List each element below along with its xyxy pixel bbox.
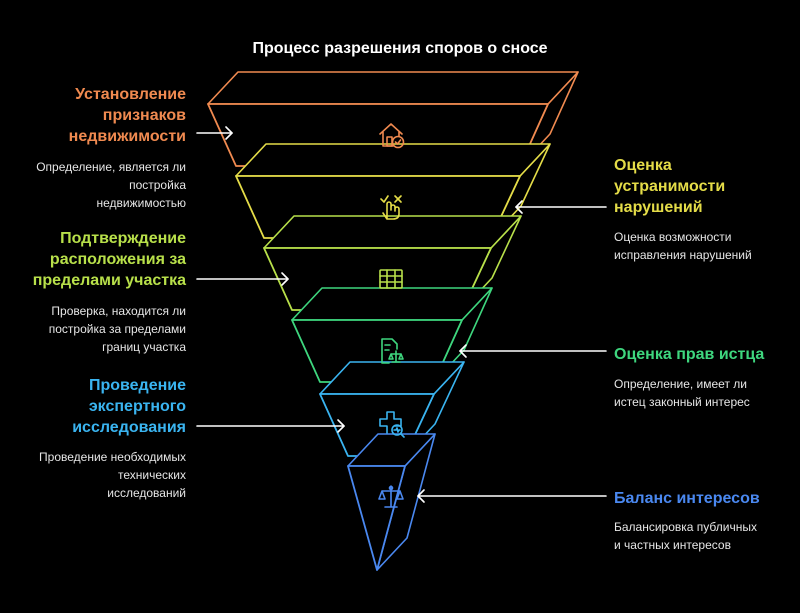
step-description-2: Оценка возможности исправления нарушений (614, 228, 752, 264)
funnel-layer-top (207, 71, 579, 105)
step-label-line: Установление (75, 86, 186, 103)
document-scales-icon (381, 338, 404, 364)
step-description-line: постройка за пределами (48, 322, 186, 336)
step-description-line: и частных интересов (614, 538, 731, 552)
step-description-line: Проверка, находится ли (51, 304, 186, 318)
step-label-line: Оценка прав истца (614, 346, 765, 363)
step-label-2: Оценка устранимости нарушений (614, 155, 725, 218)
step-description-line: Балансировка публичных (614, 520, 757, 534)
step-label-1: Установление признаков недвижимости (69, 84, 186, 147)
step-description-line: технических (118, 468, 186, 482)
medical-search-icon (379, 411, 405, 438)
step-description-line: Определение, является ли (36, 160, 186, 174)
house-check-icon (379, 123, 405, 149)
step-description-line: границ участка (102, 340, 186, 354)
step-label-line: пределами участка (32, 272, 186, 289)
page-title: Процесс разрешения споров о сносе (252, 40, 548, 57)
connector-arrow-5 (196, 419, 345, 433)
funnel-layer-3 (263, 215, 522, 311)
funnel-layer-4 (291, 287, 493, 383)
funnel-layer-top (291, 287, 493, 321)
step-label-line: экспертного (88, 398, 186, 415)
step-label-line: устранимости (614, 178, 726, 195)
step-description-4: Определение, имеет ли истец законный инте… (614, 375, 750, 411)
connector-arrow-4 (459, 344, 607, 358)
connector-arrow-6 (417, 489, 607, 503)
connector-arrow-2 (515, 200, 607, 214)
step-label-line: Подтверждение (60, 230, 186, 247)
step-label-line: Баланс интересов (614, 490, 760, 507)
funnel-layer-top (235, 143, 551, 177)
step-label-line: расположения за (49, 251, 186, 268)
table-grid-icon (379, 269, 403, 289)
step-label-line: нарушений (614, 199, 703, 216)
step-label-3: Подтверждение расположения за пределами уч… (33, 228, 186, 291)
step-description-1: Определение, является ли постройка недвижи… (36, 158, 186, 212)
step-description-6: Балансировка публичных и частных интересо… (614, 518, 757, 554)
step-label-line: Проведение (88, 377, 186, 394)
connector-arrow-1 (196, 126, 233, 140)
step-description-line: исправления нарушений (614, 248, 752, 262)
step-description-line: недвижимостью (96, 196, 186, 210)
step-label-line: признаков (102, 107, 186, 124)
step-description-line: Оценка возможности (614, 230, 732, 244)
step-description-line: постройка (129, 178, 186, 192)
scales-icon (378, 485, 404, 508)
step-label-line: исследования (72, 419, 186, 436)
hand-check-cross-icon (380, 195, 402, 220)
step-label-line: Оценка (614, 157, 672, 174)
step-description-line: Проведение необходимых (39, 450, 186, 464)
step-description-line: истец законный интерес (614, 395, 750, 409)
step-description-line: исследований (107, 486, 186, 500)
step-label-line: недвижимости (68, 128, 186, 145)
step-description-5: Проведение необходимых технических исследо… (39, 448, 186, 502)
step-label-6: Баланс интересов (614, 488, 760, 509)
connector-arrow-3 (196, 272, 289, 286)
funnel-layer-top (263, 215, 522, 249)
step-description-line: Определение, имеет ли (614, 377, 747, 391)
step-label-5: Проведение экспертного исследования (72, 375, 186, 438)
step-description-3: Проверка, находится ли постройка за преде… (49, 302, 186, 356)
step-label-4: Оценка прав истца (614, 344, 764, 365)
